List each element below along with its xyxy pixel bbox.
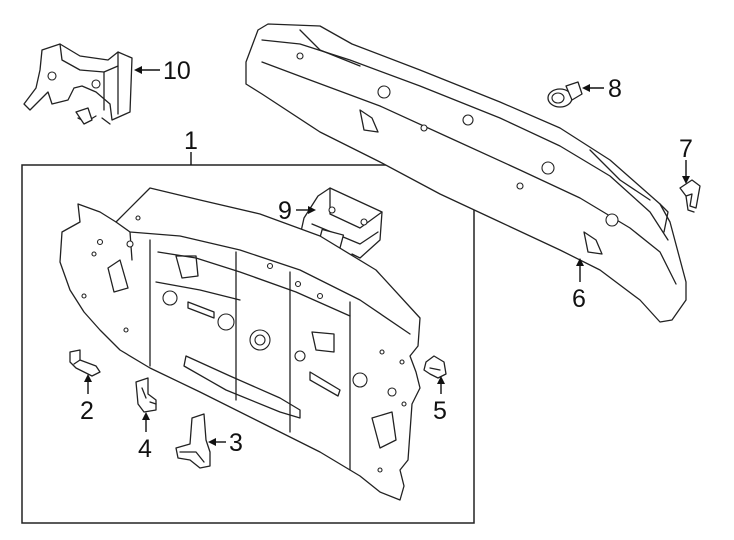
part-5-clip [423, 355, 447, 379]
part-8-plug [547, 81, 583, 108]
callout-5-label: 5 [433, 397, 447, 425]
part-4-bracket [135, 377, 157, 413]
callout-10-label: 10 [163, 57, 191, 85]
part-3-bracket [175, 413, 211, 469]
callout-8-arrow [582, 84, 590, 92]
assembly-frame [21, 164, 475, 524]
callout-4-label: 4 [138, 435, 152, 463]
part-7-clip [679, 179, 701, 213]
callout-4-arrow [142, 412, 150, 420]
callout-6-arrow [576, 258, 584, 266]
callout-10-arrow [134, 66, 142, 74]
callout-1-label: 1 [184, 127, 198, 155]
part-1-back-panel [59, 187, 421, 501]
callout-9-arrow [308, 206, 316, 214]
callout-7-arrow [682, 176, 690, 184]
callout-3-label: 3 [229, 429, 243, 457]
callout-2-label: 2 [80, 397, 94, 425]
callout-9-label: 9 [278, 197, 292, 225]
callout-8-label: 8 [608, 75, 622, 103]
callout-5-arrow [437, 376, 445, 384]
callout-2-arrow [84, 374, 92, 382]
part-2-bracket [69, 349, 101, 377]
callout-7-label: 7 [679, 135, 693, 163]
part-6-rail [245, 23, 687, 323]
part-10-bracket [23, 43, 133, 125]
callout-3-arrow [208, 438, 216, 446]
callout-6-label: 6 [572, 285, 586, 313]
